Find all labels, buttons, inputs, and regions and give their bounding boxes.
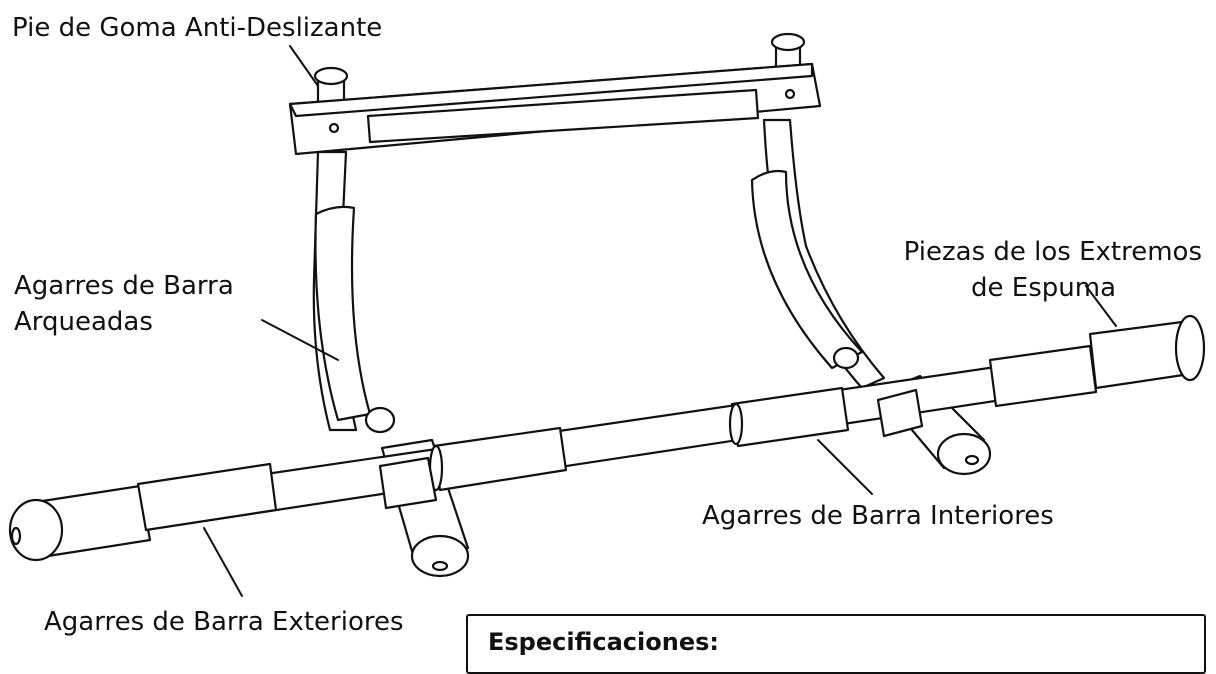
right-arm-end-cap (936, 432, 992, 476)
top-bracket (288, 32, 822, 156)
leader-lines (203, 45, 1117, 597)
left-end-cap (8, 498, 64, 562)
left-rubber-foot (313, 66, 349, 86)
right-outer-foam-grip (1088, 320, 1192, 390)
right-elbow-joint (832, 346, 860, 370)
leader-outer-grips (203, 527, 243, 597)
arched-grips-label: Agarres de Barra Arqueadas (14, 268, 234, 340)
right-rubber-foot (770, 32, 806, 52)
leader-inner-grips (817, 439, 873, 495)
pull-up-bar-diagram (8, 32, 1206, 597)
outer-grips-label: Agarres de Barra Exteriores (44, 607, 404, 637)
left-inner-foam-grip (432, 426, 568, 492)
specifications-title: Especificaciones: (488, 628, 719, 656)
right-inner-foam-grip (730, 386, 850, 448)
right-end-cap (1174, 314, 1206, 382)
left-arched-arm (312, 150, 470, 578)
foam-ends-label-line1: Piezas de los Extremos (903, 237, 1202, 267)
left-arm-end-cap (410, 534, 470, 578)
foam-ends-label-line2: de Espuma (971, 273, 1116, 303)
leader-rubber-foot (289, 45, 319, 87)
left-arched-foam-grip (314, 205, 372, 422)
specifications-box: Especificaciones: (466, 614, 1206, 674)
inner-grips-label: Agarres de Barra Interiores (702, 501, 1054, 531)
main-cross-bar (8, 314, 1206, 562)
arched-grips-label-line1: Agarres de Barra (14, 271, 234, 301)
right-arched-foam-grip (750, 169, 864, 370)
leader-arched-grips (261, 319, 339, 361)
left-elbow-joint (364, 406, 396, 434)
leader-foam-ends (1085, 285, 1117, 327)
rubber-foot-label: Pie de Goma Anti-Deslizante (12, 13, 383, 43)
foam-ends-label: Piezas de los Extremos de Espuma (904, 234, 1202, 306)
arched-grips-label-line2: Arqueadas (14, 307, 153, 337)
